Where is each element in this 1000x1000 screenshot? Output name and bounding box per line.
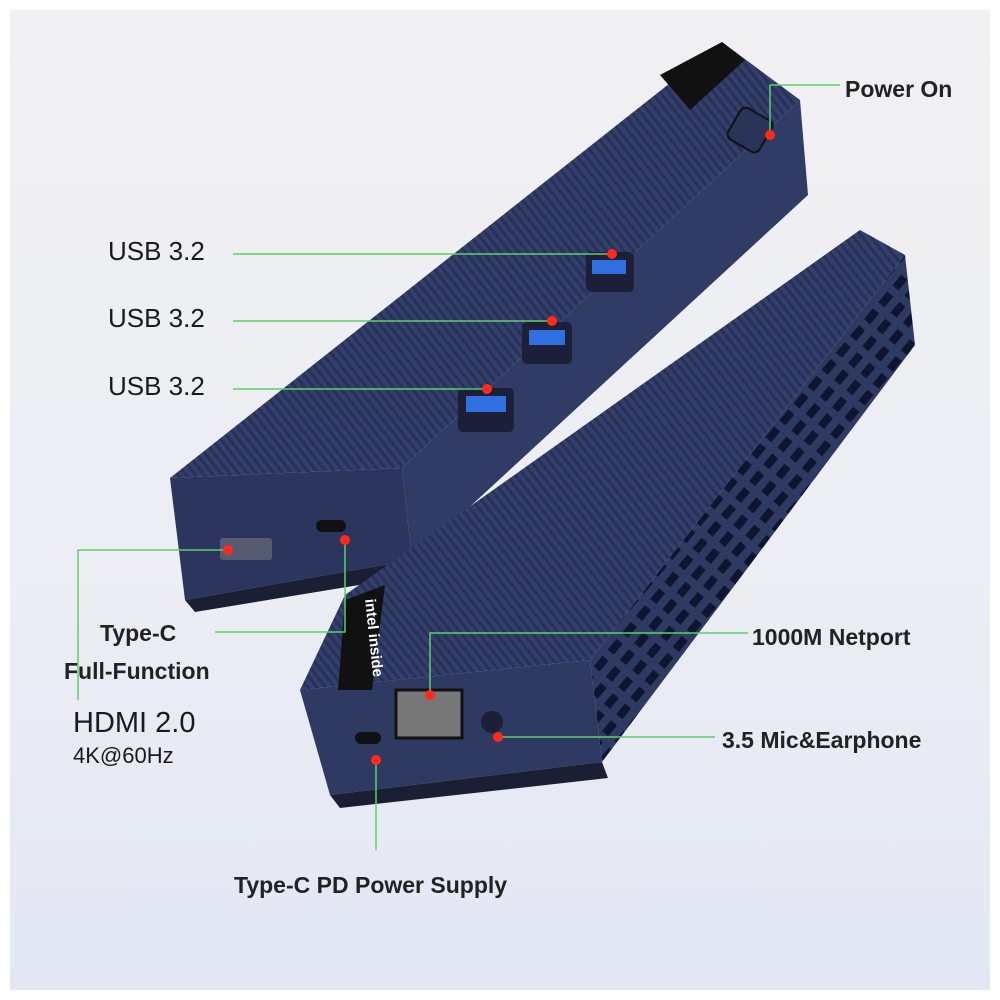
type-c-port <box>316 520 346 532</box>
callout-dots <box>223 130 775 765</box>
callout-lines <box>77 84 840 850</box>
label-pd-power: Type-C PD Power Supply <box>234 872 508 898</box>
label-power-on: Power On <box>845 76 953 102</box>
label-usb-2: USB 3.2 <box>108 303 205 333</box>
label-mic-earphone: 3.5 Mic&Earphone <box>722 727 922 753</box>
audio-jack <box>481 711 503 733</box>
label-usb-1: USB 3.2 <box>108 236 205 266</box>
label-hdmi-resolution: 4K@60Hz <box>73 743 174 768</box>
upper-device <box>170 42 808 612</box>
hdmi-port <box>220 538 272 560</box>
label-usb-3: USB 3.2 <box>108 371 205 401</box>
label-netport: 1000M Netport <box>752 624 911 650</box>
power-button <box>726 106 774 154</box>
pd-port <box>355 732 381 744</box>
label-type-c: Type-C <box>100 620 177 646</box>
lower-device <box>300 230 915 808</box>
label-full-function: Full-Function <box>64 658 210 684</box>
label-hdmi: HDMI 2.0 <box>73 707 196 739</box>
